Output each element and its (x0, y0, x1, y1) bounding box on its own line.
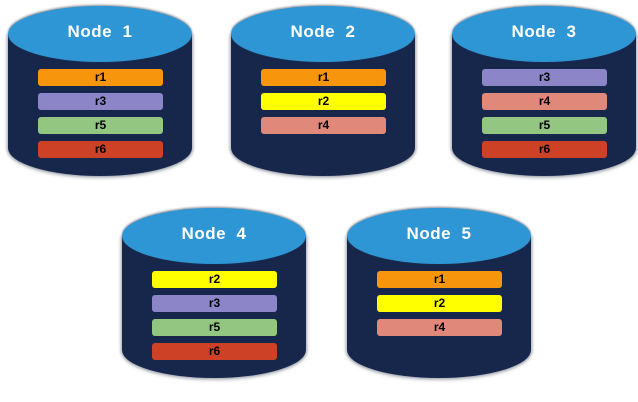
node-title-label: Node 4 (181, 224, 247, 243)
database-node-5[interactable]: Node 5 r1 r2 r4 (347, 208, 531, 386)
shard-list: r1 r3 r5 r6 (38, 69, 163, 158)
shard-bar[interactable]: r4 (261, 117, 386, 134)
node-title-label: Node 5 (406, 224, 472, 243)
shard-bar[interactable]: r5 (152, 319, 277, 336)
shard-bar[interactable]: r1 (377, 271, 502, 288)
cylinder-top-ellipse (452, 6, 636, 62)
shard-bar[interactable]: r2 (152, 271, 277, 288)
shard-bar[interactable]: r6 (38, 141, 163, 158)
shard-bar[interactable]: r6 (482, 141, 607, 158)
shard-bar[interactable]: r3 (482, 69, 607, 86)
shard-bar[interactable]: r4 (377, 319, 502, 336)
node-title-label: Node 2 (290, 22, 356, 41)
shard-bar[interactable]: r3 (152, 295, 277, 312)
shard-bar[interactable]: r1 (38, 69, 163, 86)
shard-bar[interactable]: r3 (38, 93, 163, 110)
shard-list: r1 r2 r4 (377, 271, 502, 336)
shard-bar[interactable]: r2 (377, 295, 502, 312)
shard-bar[interactable]: r4 (482, 93, 607, 110)
shard-bar[interactable]: r5 (482, 117, 607, 134)
shard-bar[interactable]: r5 (38, 117, 163, 134)
node-title-label: Node 1 (67, 22, 133, 41)
cylinder-top-ellipse (122, 208, 306, 264)
shard-bar[interactable]: r1 (261, 69, 386, 86)
node-title-label: Node 3 (511, 22, 577, 41)
cylinder-top-ellipse (347, 208, 531, 264)
database-node-1[interactable]: Node 1 r1 r3 r5 r6 (8, 6, 192, 184)
shard-list: r1 r2 r4 (261, 69, 386, 134)
cylinder-top-ellipse (231, 6, 415, 62)
shard-list: r3 r4 r5 r6 (482, 69, 607, 158)
shard-bar[interactable]: r2 (261, 93, 386, 110)
shard-list: r2 r3 r5 r6 (152, 271, 277, 360)
shard-bar[interactable]: r6 (152, 343, 277, 360)
database-node-4[interactable]: Node 4 r2 r3 r5 r6 (122, 208, 306, 386)
cylinder-top-ellipse (8, 6, 192, 62)
database-node-2[interactable]: Node 2 r1 r2 r4 (231, 6, 415, 184)
database-node-3[interactable]: Node 3 r3 r4 r5 r6 (452, 6, 636, 184)
